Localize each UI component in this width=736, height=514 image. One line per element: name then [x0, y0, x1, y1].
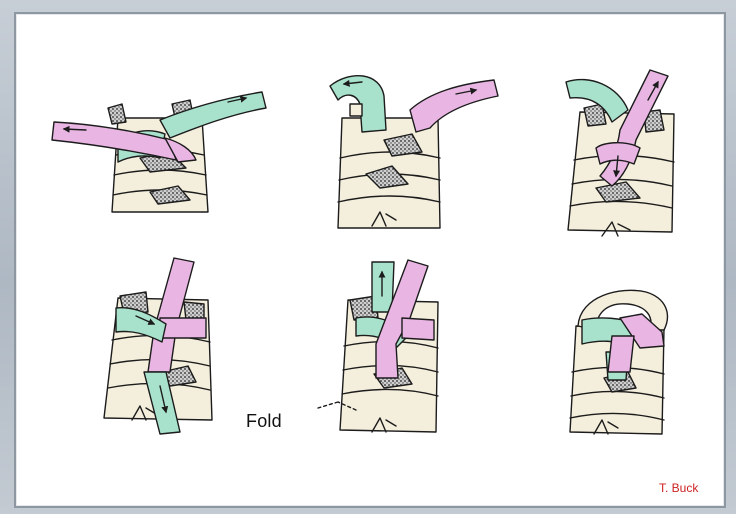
step-4-figure	[104, 258, 212, 434]
fold-label: Fold	[246, 411, 282, 432]
step-3-figure	[566, 70, 674, 236]
step-1-figure	[52, 92, 266, 212]
step-2-figure	[330, 76, 498, 228]
step-2-strand-pink	[410, 80, 498, 132]
author-credit: T. Buck	[659, 481, 698, 495]
step-6-figure	[570, 290, 667, 434]
step-5-figure	[318, 260, 438, 432]
step-2-column	[338, 118, 440, 228]
